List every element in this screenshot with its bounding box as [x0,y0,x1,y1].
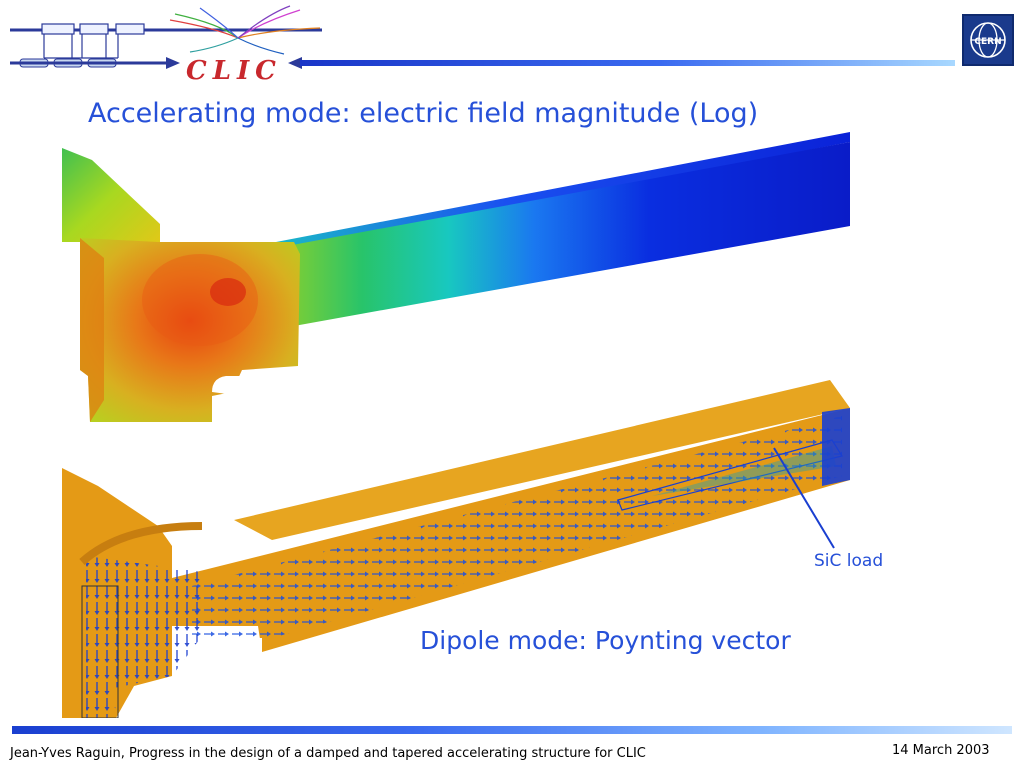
footer-author: Jean-Yves Raguin, Progress in the design… [10,746,646,761]
header-band [0,0,1024,90]
sic-load-label: SiC load [814,551,884,571]
field-magnitude-image [62,130,852,422]
slide-title-dipole-mode: Dipole mode: Poynting vector [420,626,791,655]
footer-date: 14 March 2003 [892,743,990,758]
svg-text:CERN: CERN [974,37,1001,47]
slide-title-accelerating-mode: Accelerating mode: electric field magnit… [88,98,759,129]
cern-logo-icon: CERN [962,14,1014,66]
poynting-vector-image [62,376,862,719]
footer-bar [12,726,1012,734]
sic-callout-line [773,447,835,549]
clic-logo-text: CLIC [186,56,282,86]
accelerator-schematic-icon [10,5,955,69]
